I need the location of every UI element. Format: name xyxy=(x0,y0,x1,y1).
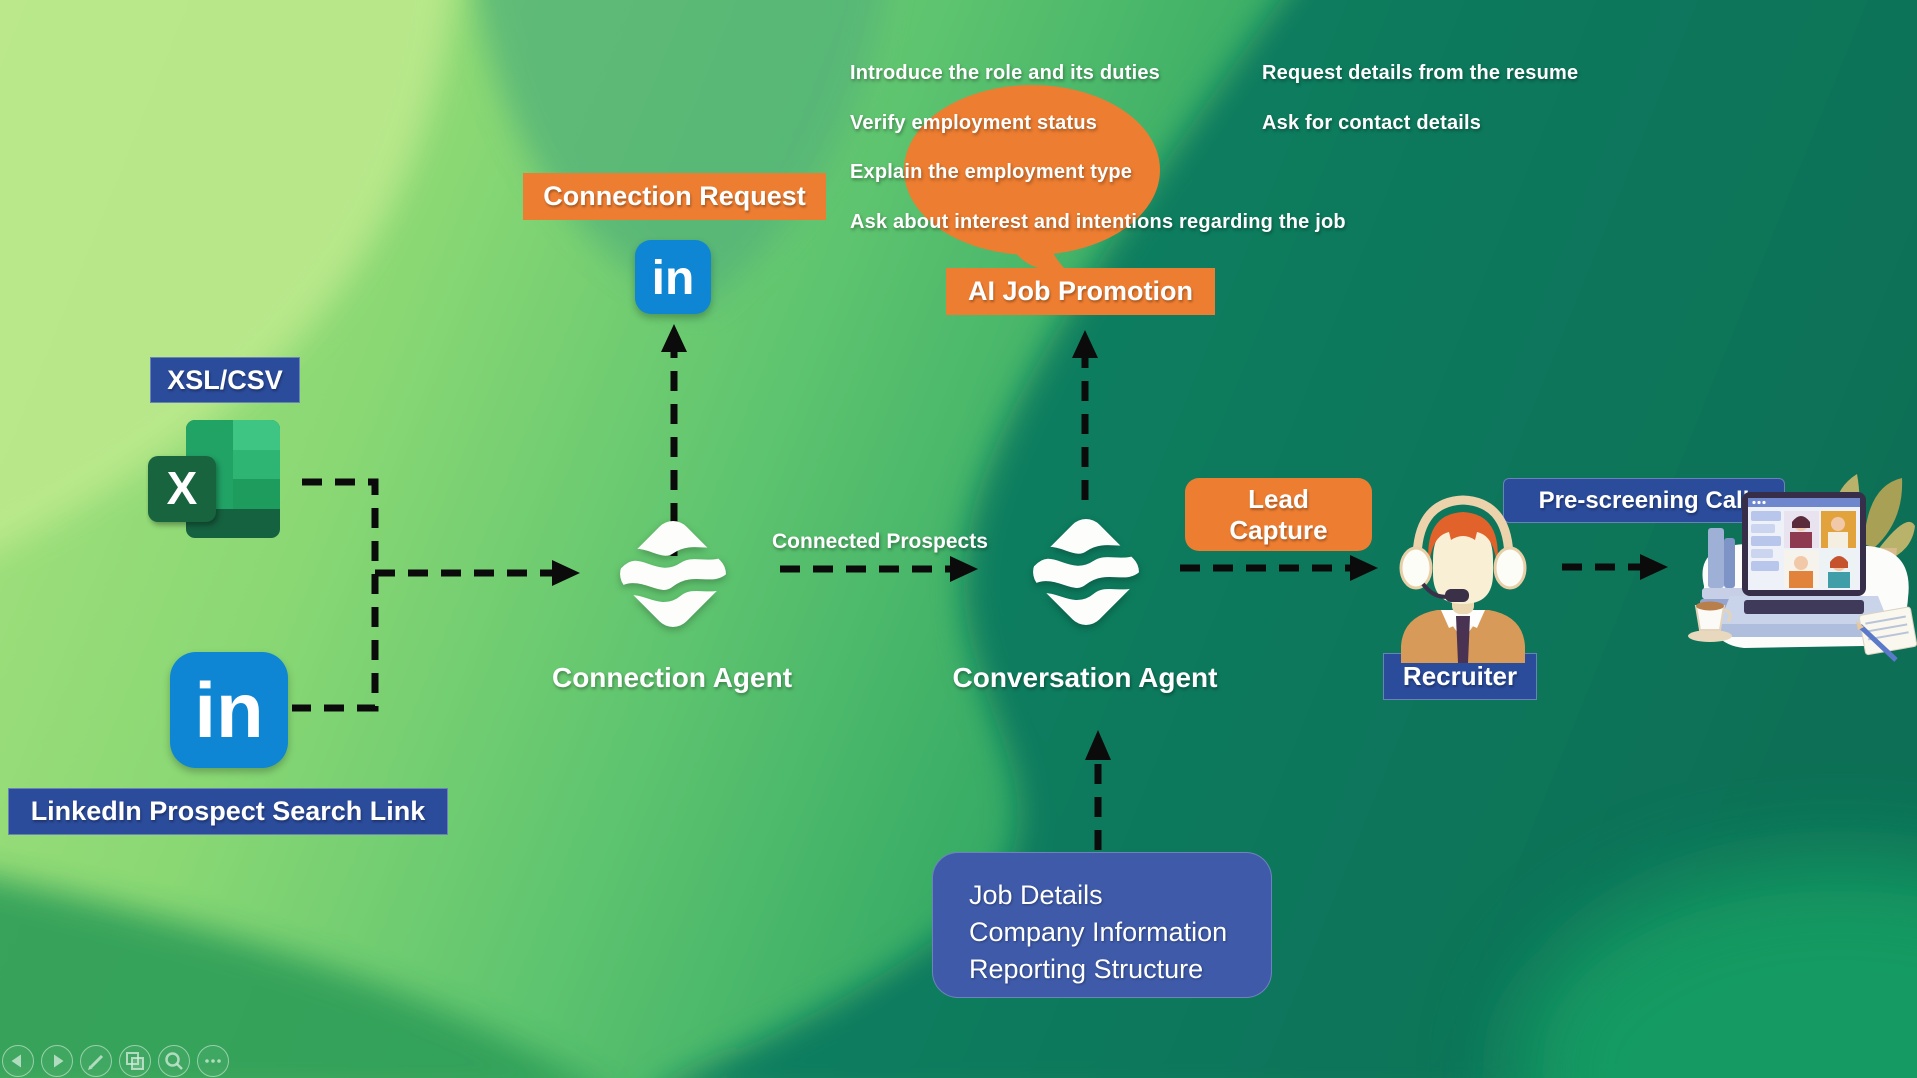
arrow-lead-capture-to-recruiter xyxy=(1180,555,1378,581)
excel-icon: X xyxy=(148,420,280,538)
pre-screening-call-label: Pre-screening Call xyxy=(1503,478,1785,523)
pen-icon xyxy=(88,1054,104,1070)
zoom-icon xyxy=(165,1052,183,1070)
recruiter-illustration xyxy=(1399,495,1527,663)
pencil-icon xyxy=(1856,621,1898,662)
arrow-to-connection-agent xyxy=(375,560,580,586)
conversation-agent-label: Conversation Agent xyxy=(952,662,1218,693)
connected-prospects-label: Connected Prospects xyxy=(772,530,988,553)
connection-agent-logo-icon xyxy=(620,521,726,627)
arrow-connected-prospects xyxy=(780,556,978,582)
conversation-agent-logo-icon xyxy=(1033,519,1139,625)
bubble-note: Introduce the role and its duties xyxy=(850,62,1160,84)
bubble-note: Ask about interest and intentions regard… xyxy=(850,211,1346,233)
notepad-icon xyxy=(1858,606,1917,656)
all-slides-button[interactable] xyxy=(118,1044,152,1078)
prev-slide-button[interactable] xyxy=(1,1044,35,1078)
job-info-line: Reporting Structure xyxy=(969,954,1204,984)
ai-job-promotion-label: AI Job Promotion xyxy=(946,268,1215,315)
job-info-line: Job Details xyxy=(969,880,1103,910)
video-call-screen xyxy=(1742,492,1866,596)
svg-text:X: X xyxy=(167,462,198,514)
pen-button[interactable] xyxy=(79,1044,113,1078)
arrow-to-ai-job-promotion xyxy=(1072,330,1098,500)
linkedin-icon: in xyxy=(635,240,711,314)
lead-capture-label: Lead Capture xyxy=(1185,478,1372,551)
speech-bubble xyxy=(904,85,1160,270)
previous-icon xyxy=(11,1054,21,1068)
connector-excel-linkedin xyxy=(292,478,379,712)
linkedin-prospect-label: LinkedIn Prospect Search Link xyxy=(8,788,448,835)
coffee-cup-icon xyxy=(1688,601,1732,642)
all-slides-icon xyxy=(126,1052,144,1070)
connection-agent-label: Connection Agent xyxy=(551,662,793,693)
job-info-box: Job Details Company Information Reportin… xyxy=(932,852,1272,998)
laptop-illustration xyxy=(1688,474,1917,662)
presenter-toolbar xyxy=(0,1044,230,1078)
laptop-keyboard xyxy=(1712,596,1897,637)
bubble-note: Request details from the resume xyxy=(1262,62,1579,84)
next-slide-button[interactable] xyxy=(40,1044,74,1078)
zoom-button[interactable] xyxy=(157,1044,191,1078)
xsl-csv-label: XSL/CSV xyxy=(150,357,300,403)
bubble-note: Explain the employment type xyxy=(850,161,1133,183)
more-options-icon xyxy=(205,1059,221,1063)
bubble-note: Ask for contact details xyxy=(1262,112,1482,134)
arrow-recruiter-to-call xyxy=(1562,554,1668,580)
connection-request-label: Connection Request xyxy=(523,173,826,220)
bubble-note: Verify employment status xyxy=(850,112,1098,134)
linkedin-icon: in xyxy=(170,652,288,768)
job-info-line: Company Information xyxy=(969,917,1228,947)
next-icon xyxy=(54,1054,64,1068)
more-options-button[interactable] xyxy=(196,1044,230,1078)
arrow-jobinfo-to-conversation xyxy=(1085,730,1111,850)
